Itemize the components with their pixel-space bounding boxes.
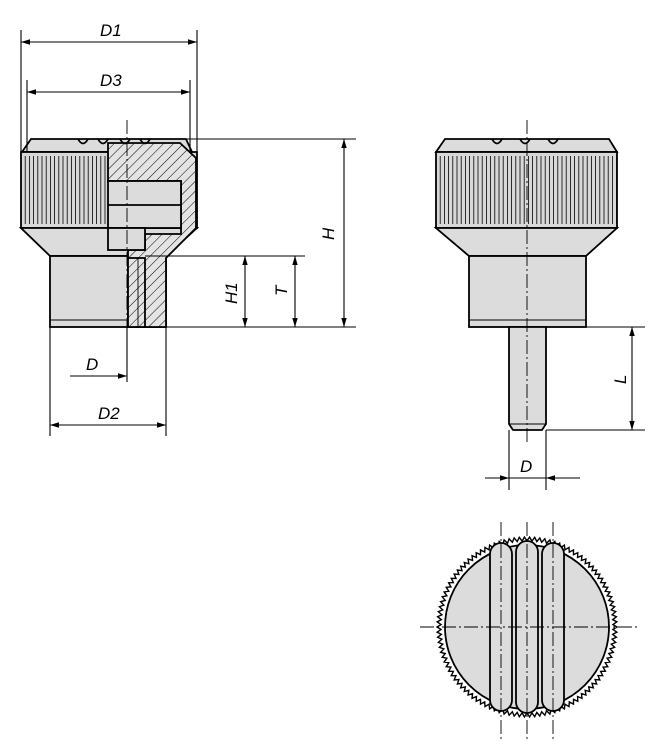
dim-label-l: L	[611, 375, 630, 384]
right-view-side	[433, 120, 620, 445]
left-view-sectioned	[18, 120, 200, 345]
left-dimensions: D1 D3 H H1 T D D2	[20, 21, 356, 436]
dim-label-d3: D3	[100, 71, 122, 90]
dim-label-d2: D2	[98, 404, 120, 423]
dim-label-d-left: D	[86, 355, 98, 374]
dim-label-t: T	[272, 284, 291, 296]
dim-label-h1: H1	[222, 282, 241, 304]
dim-label-d1: D1	[100, 21, 122, 40]
knurl-lines-left	[24, 156, 106, 224]
top-view	[420, 522, 640, 742]
dim-label-h: H	[319, 227, 338, 240]
knurl-lines-right	[439, 156, 617, 224]
right-dimensions: L D	[485, 326, 645, 490]
dim-label-d-right: D	[520, 457, 532, 476]
